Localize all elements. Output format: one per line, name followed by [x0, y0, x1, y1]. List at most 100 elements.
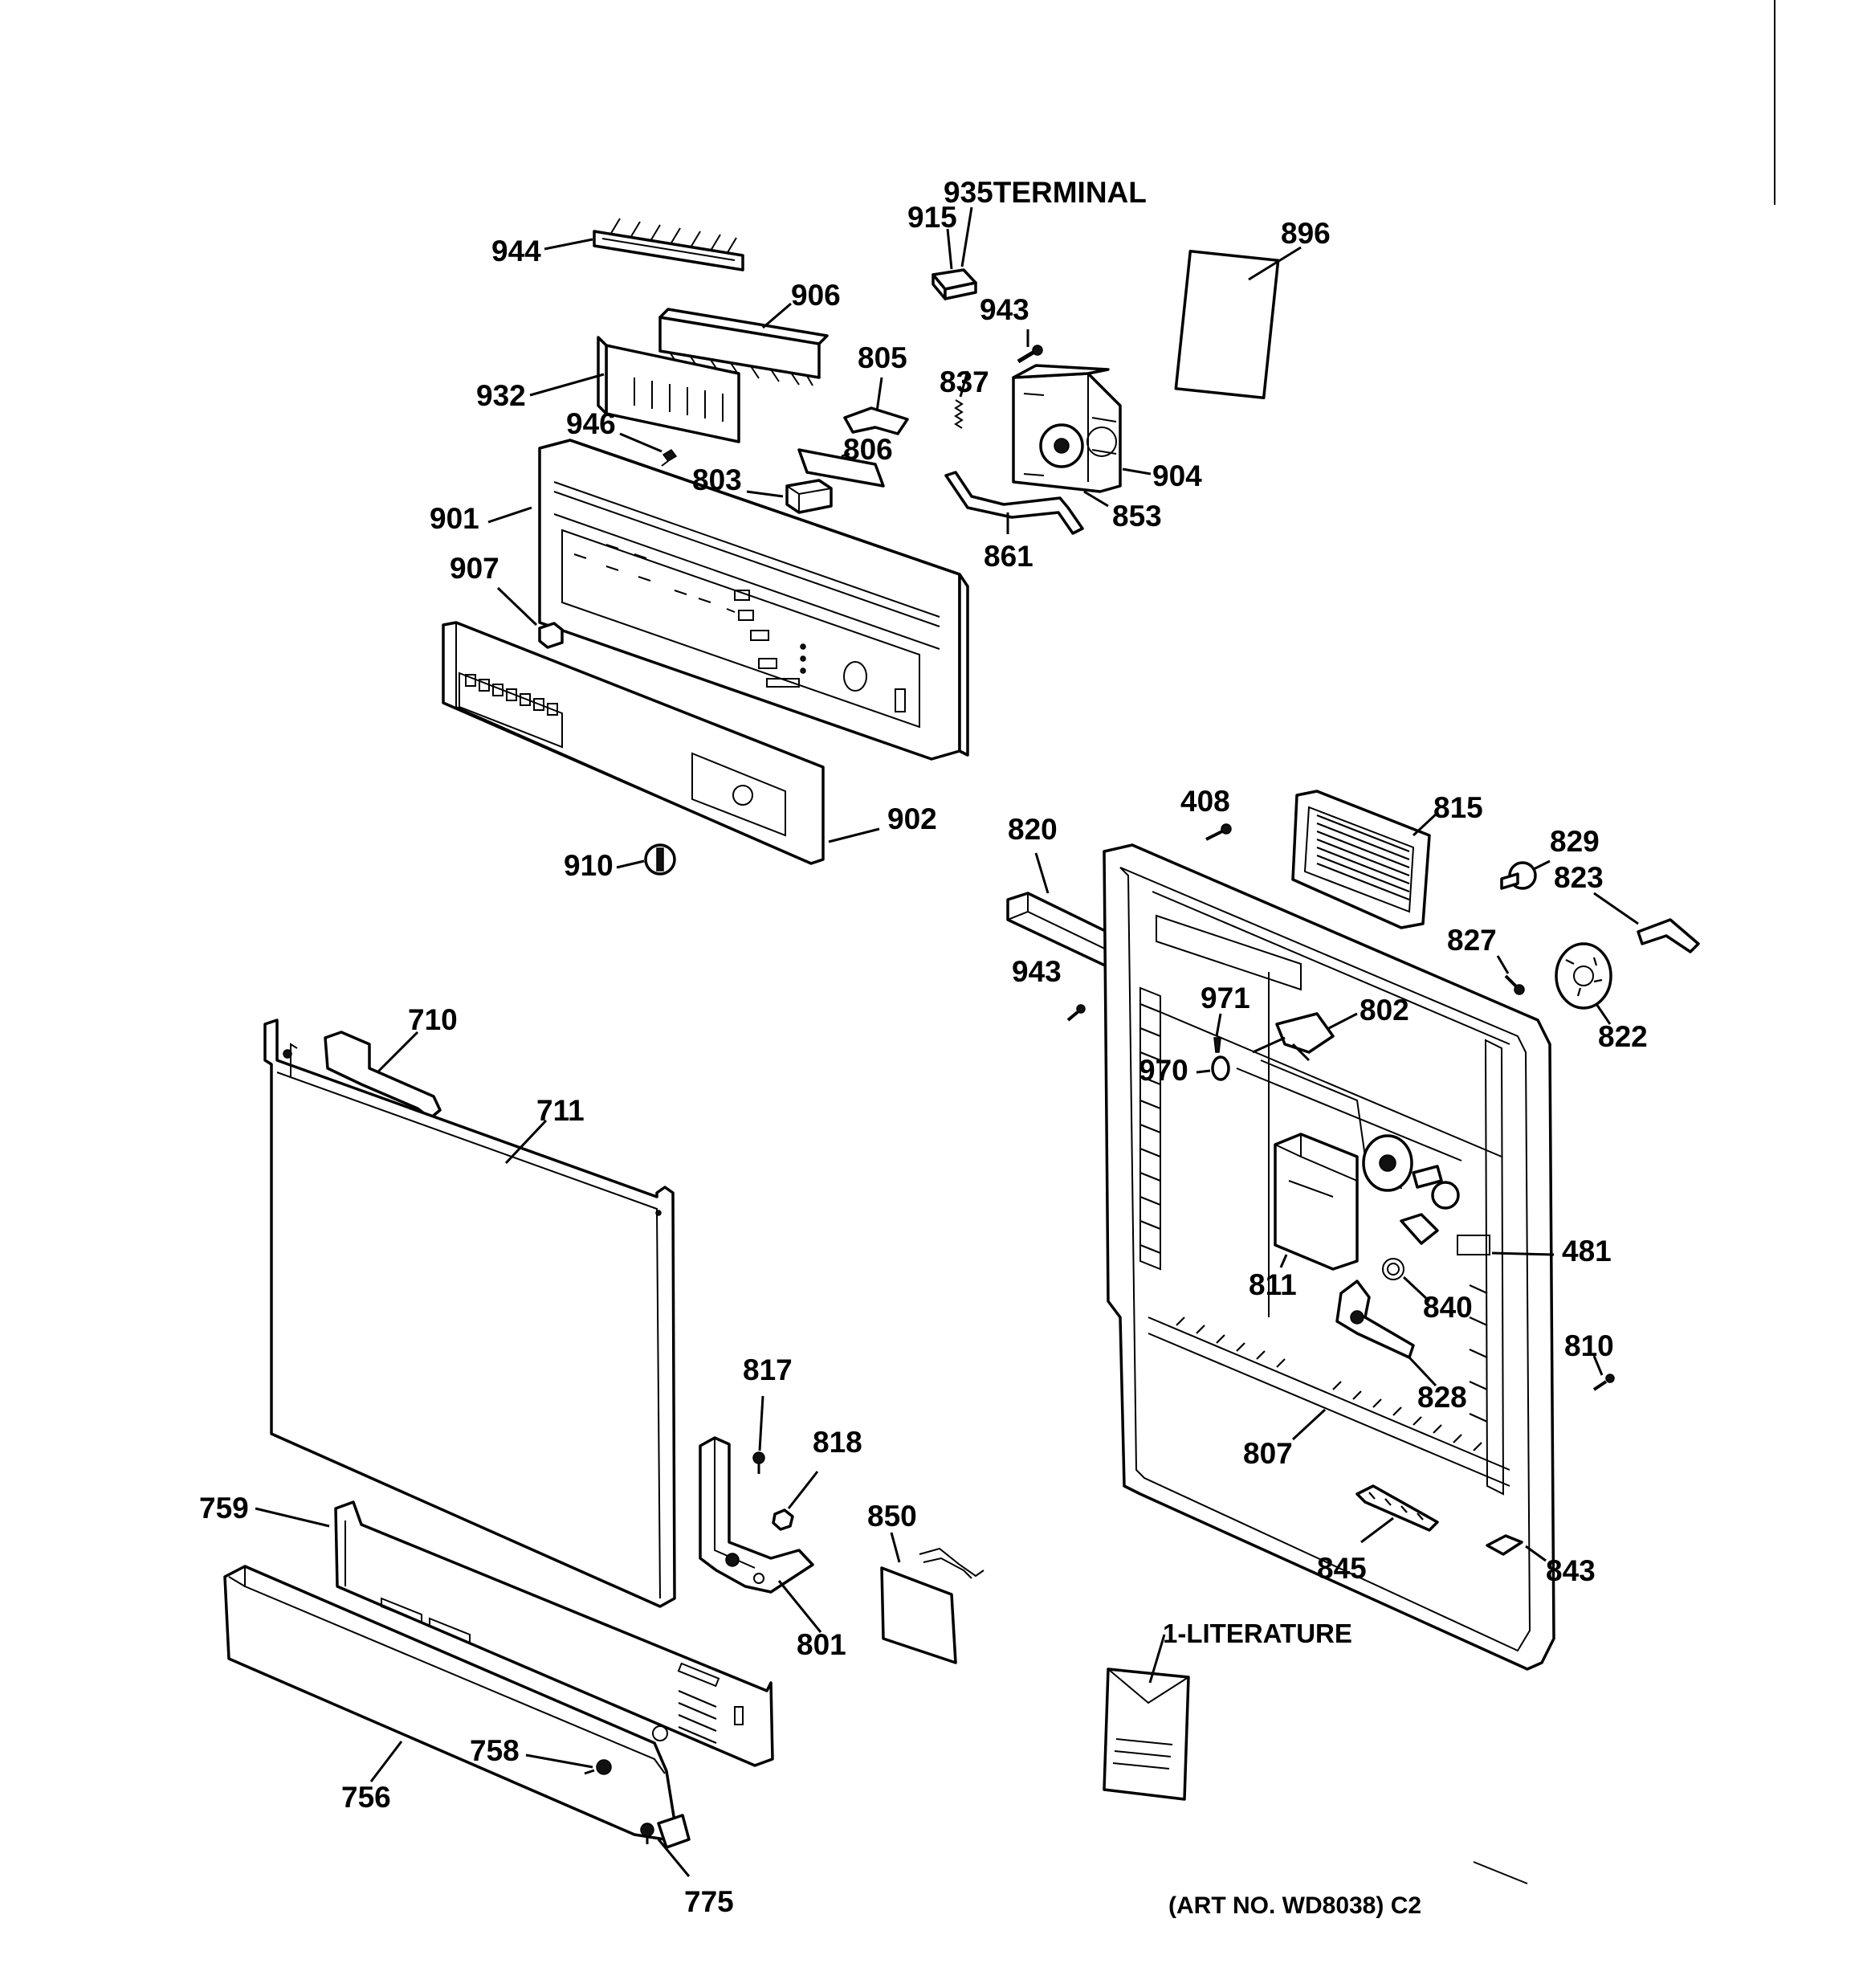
- part-828-drawing: [1335, 1280, 1415, 1359]
- leader-904: [1122, 467, 1152, 476]
- callout-906: 906: [791, 279, 841, 312]
- leader-946: [619, 432, 662, 453]
- part-1-drawing: [1103, 1668, 1190, 1801]
- leader-811: [1279, 1254, 1288, 1268]
- callout-810: 810: [1564, 1329, 1614, 1362]
- part-408-drawing: [1205, 823, 1232, 841]
- part-818-drawing: [772, 1508, 794, 1531]
- part-907-drawing: [538, 622, 564, 649]
- leader-932: [529, 373, 605, 397]
- leader-803: [746, 490, 784, 498]
- callout-1-literature: 1-LITERATURE: [1163, 1619, 1352, 1648]
- part-970-drawing: [1211, 1055, 1230, 1081]
- part-759-drawing: [334, 1500, 774, 1767]
- leader-807: [1291, 1408, 1327, 1441]
- part-823-drawing: [1637, 918, 1700, 953]
- part-915-drawing: [932, 268, 977, 300]
- part-711-drawing: [263, 1018, 676, 1608]
- callout-970: 970: [1139, 1054, 1188, 1087]
- leader-806: [841, 452, 850, 458]
- part-850-drawing: [880, 1547, 984, 1664]
- callout-803: 803: [692, 463, 742, 496]
- part-906-drawing: [658, 308, 829, 386]
- callout-829: 829: [1550, 825, 1600, 858]
- part-811-drawing: [1274, 1133, 1359, 1271]
- callout-481: 481: [1562, 1235, 1612, 1268]
- callout-901: 901: [430, 502, 479, 535]
- leader-775: [657, 1839, 691, 1877]
- part-904-drawing: [1012, 364, 1122, 493]
- leader-906: [762, 302, 792, 329]
- part-rinse-drawing: [1362, 1134, 1460, 1245]
- callout-896: 896: [1281, 217, 1331, 250]
- part-802-drawing: [1252, 1012, 1335, 1062]
- art-number: (ART NO. WD8038) C2: [1168, 1892, 1421, 1919]
- part-806-drawing: [797, 448, 885, 488]
- callout-850: 850: [867, 1500, 917, 1533]
- part-896-drawing: [1174, 249, 1280, 400]
- part-901-drawing: [538, 439, 969, 761]
- part-910-drawing: [644, 843, 676, 876]
- leader-481: [1491, 1251, 1555, 1256]
- part-710-drawing: [324, 1031, 442, 1120]
- leader-801: [777, 1580, 822, 1633]
- callout-823: 823: [1554, 861, 1604, 894]
- part-756-drawing: [223, 1565, 691, 1849]
- part-944-drawing: [593, 218, 744, 271]
- leader-843: [1525, 1545, 1547, 1562]
- leader-896: [1248, 246, 1302, 281]
- leader-805: [875, 377, 883, 412]
- callout-807: 807: [1243, 1437, 1293, 1470]
- leader-970: [1196, 1069, 1211, 1074]
- part-943b-drawing: [1066, 1004, 1086, 1022]
- callout-775: 775: [684, 1885, 734, 1918]
- leader-815: [1412, 811, 1439, 837]
- leader-802: [1328, 1012, 1358, 1030]
- part-801-drawing: [699, 1436, 814, 1594]
- part-805-drawing: [843, 406, 909, 435]
- leader-1: [1148, 1634, 1166, 1684]
- part-815-drawing: [1291, 790, 1431, 929]
- part-861-drawing: [944, 471, 1084, 535]
- callout-711: 711: [536, 1094, 585, 1127]
- part-822-drawing: [1555, 942, 1612, 1010]
- callout-932: 932: [476, 379, 526, 412]
- callout-815: 815: [1433, 791, 1483, 824]
- leader-759: [255, 1507, 330, 1528]
- leader-711: [504, 1119, 548, 1165]
- leader-971: [1215, 1013, 1222, 1037]
- leader-818: [787, 1471, 819, 1509]
- leader-756: [369, 1741, 403, 1782]
- callout-943b: 943: [1012, 955, 1062, 988]
- part-946-drawing: [661, 449, 678, 467]
- leader-845: [1360, 1517, 1394, 1544]
- part-837-drawing: [954, 399, 964, 429]
- callout-806: 806: [843, 433, 893, 466]
- callout-843: 843: [1546, 1554, 1596, 1587]
- callout-801: 801: [797, 1628, 846, 1661]
- leader-828: [1408, 1356, 1437, 1387]
- callout-904: 904: [1152, 459, 1202, 492]
- leader-817: [758, 1395, 764, 1451]
- callout-759: 759: [199, 1492, 249, 1525]
- leader-810: [1592, 1355, 1604, 1376]
- leader-822: [1595, 1003, 1612, 1025]
- part-971-drawing: [1213, 1037, 1221, 1053]
- part-902-drawing: [442, 621, 825, 865]
- callout-837: 837: [940, 365, 989, 398]
- leader-823: [1593, 892, 1639, 925]
- part-758-drawing: [584, 1759, 612, 1775]
- callout-861: 861: [984, 540, 1033, 573]
- leader-710: [376, 1031, 419, 1074]
- leader-935: [960, 206, 973, 267]
- part-932-drawing: [597, 336, 740, 443]
- leader-840: [1402, 1276, 1431, 1303]
- part-803-drawing: [785, 479, 833, 514]
- callout-758: 758: [470, 1734, 520, 1767]
- part-829-drawing: [1500, 861, 1537, 890]
- callout-840: 840: [1423, 1291, 1473, 1324]
- callout-907: 907: [450, 552, 499, 585]
- callout-820: 820: [1008, 813, 1058, 846]
- part-845-drawing: [1355, 1484, 1439, 1532]
